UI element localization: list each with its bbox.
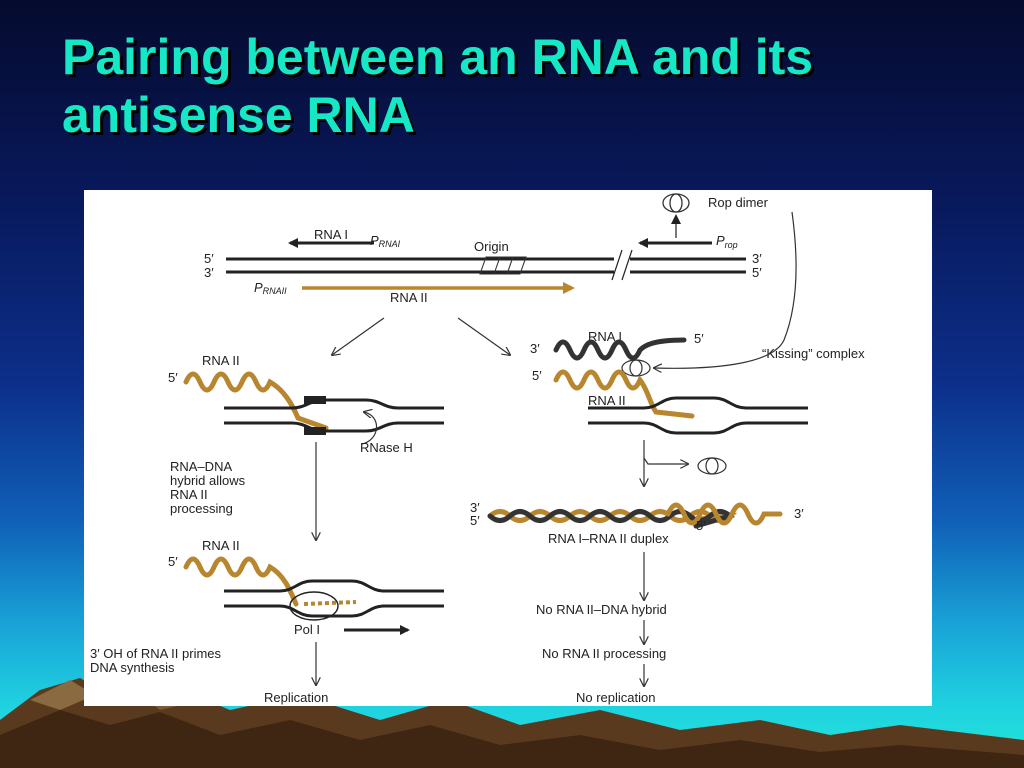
rop-release-arrow: [643, 457, 688, 464]
new-dna-dashed: [303, 600, 357, 606]
antisense-rna-diagram: Rop dimer RNA I PRNAI Origin Prop 5′ 3′ …: [90, 193, 865, 705]
diagram-figure: Rop dimer RNA I PRNAI Origin Prop 5′ 3′ …: [84, 190, 932, 706]
hybrid-text-1: RNA–DNA: [170, 459, 232, 474]
rop-dimer-bound-icon: [621, 359, 651, 377]
five-prime-left-1: 5′: [168, 370, 178, 385]
p-rnai-label: PRNAI: [370, 233, 401, 249]
five-prime-top-right: 5′: [752, 265, 762, 280]
rna-ii-strand-left-2: [183, 556, 299, 607]
three-prime-top-right: 3′: [752, 251, 762, 266]
rnase-h-arrow: [361, 412, 378, 445]
three-prime-top-left: 3′: [204, 265, 214, 280]
no-hybrid-label: No RNA II–DNA hybrid: [536, 602, 667, 617]
rna-ii-label-right: RNA II: [588, 393, 626, 408]
rna-i-strand-kissing: [553, 337, 687, 361]
origin-box: [479, 256, 527, 275]
dna-bubble-right: [588, 396, 808, 435]
primes-text-1: 3′ OH of RNA II primes: [90, 646, 222, 661]
kissing-complex-label: “Kissing” complex: [762, 346, 865, 361]
plasmid-dna-top: [226, 249, 746, 281]
rna-ii-label-left: RNA II: [202, 353, 240, 368]
rna-ii-label-top: RNA II: [390, 290, 428, 305]
hybrid-text-4: processing: [170, 501, 233, 516]
hybrid-text-3: RNA II: [170, 487, 208, 502]
branch-arrow-right: [457, 317, 510, 355]
dna-bubble-left-1: [224, 396, 444, 435]
rna-i-label-right: RNA I: [588, 329, 622, 344]
p-rop-label: Prop: [716, 233, 738, 250]
rna-ii-label-left-2: RNA II: [202, 538, 240, 553]
primes-text-2: DNA synthesis: [90, 660, 175, 675]
three-prime-duplex-right: 3′: [794, 506, 804, 521]
three-prime-duplex-left: 3′: [470, 500, 480, 515]
rop-dimer-icon: [662, 193, 690, 213]
origin-label: Origin: [474, 239, 509, 254]
rna-duplex-helix: [487, 509, 738, 529]
five-prime-left-2: 5′: [168, 554, 178, 569]
no-replication-label: No replication: [576, 690, 656, 705]
slide-title: Pairing between an RNA and its antisense…: [62, 29, 814, 143]
hybrid-text-2: hybrid allows: [170, 473, 246, 488]
rnase-h-label: RNase H: [360, 440, 413, 455]
three-prime-rna-i: 3′: [530, 341, 540, 356]
five-prime-rna-i: 5′: [694, 331, 704, 346]
pol-i-label: Pol I: [294, 622, 320, 637]
rna-i-label-top: RNA I: [314, 227, 348, 242]
rna-ii-strand-kissing: [553, 369, 695, 419]
five-prime-duplex-left: 5′: [470, 513, 480, 528]
duplex-label: RNA I–RNA II duplex: [548, 531, 669, 546]
p-rnaii-label: PRNAII: [254, 280, 287, 296]
replication-label: Replication: [264, 690, 328, 705]
five-prime-kissing: 5′: [532, 368, 542, 383]
branch-arrow-left: [332, 317, 385, 355]
no-processing-label: No RNA II processing: [542, 646, 666, 661]
dna-bubble-left-2: [224, 579, 444, 621]
rna-ii-strand-left-1: [183, 371, 329, 431]
rna-ii-free-tail: [665, 502, 783, 526]
five-prime-duplex-mid: 5′: [696, 518, 706, 533]
rop-dimer-released-icon: [697, 457, 727, 475]
five-prime-top-left: 5′: [204, 251, 214, 266]
rop-dimer-label: Rop dimer: [708, 195, 769, 210]
rop-to-kissing-arrow: [654, 211, 797, 368]
